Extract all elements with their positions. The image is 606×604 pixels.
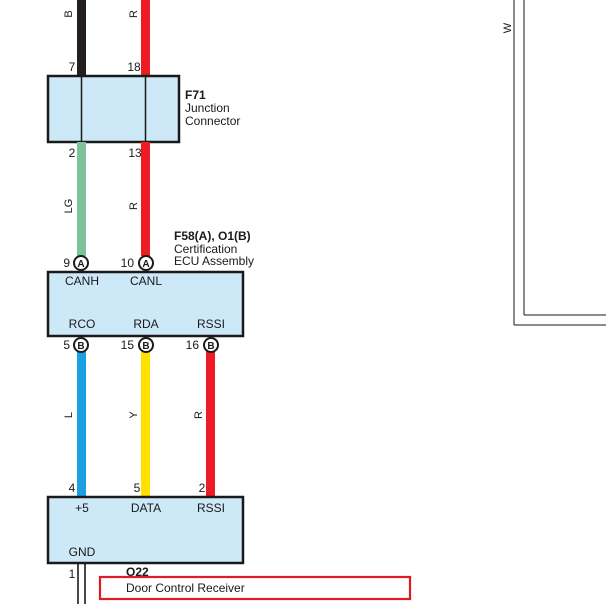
ecu-pin-9-num: 9 (63, 256, 70, 270)
ecu-pin-10-conn-letter: A (142, 259, 149, 270)
wire-label-r-mid: R (128, 202, 140, 210)
ecu-pin-16-connector (203, 337, 219, 353)
wire-label-r-top: R (128, 10, 140, 18)
wire-green-mid (77, 142, 86, 256)
rx-label-plus5: +5 (75, 501, 89, 515)
ecu-label-canh: CANH (65, 274, 99, 288)
junction-name-line2: Connector (185, 114, 240, 128)
wire-label-y: Y (128, 411, 140, 419)
rx-label-rssi: RSSI (197, 501, 225, 515)
ecu-name-line2: ECU Assembly (174, 254, 254, 268)
junction-name-line1: Junction (185, 101, 230, 115)
ecu-pin-15-conn-letter: B (142, 341, 149, 352)
rx-pin-2-num: 2 (199, 481, 206, 495)
wire-label-lg: LG (63, 199, 75, 214)
wire-label-b-top: B (63, 10, 75, 17)
junction-connector-box (46, 74, 181, 144)
ecu-name-line1: Certification (174, 242, 237, 256)
receiver-id: O22 (126, 565, 149, 579)
rx-label-gnd: GND (69, 545, 96, 559)
ecu-pin-15-connector (138, 337, 154, 353)
ecu-pin-10-connector (138, 255, 154, 271)
receiver-box (46, 495, 245, 565)
wire-red-low (206, 344, 215, 496)
wire-black-top (77, 0, 86, 76)
receiver-name-highlight (98, 575, 412, 601)
pin-13: 13 (128, 146, 142, 160)
pin-18: 18 (127, 60, 141, 74)
ecu-pin-16-conn-letter: B (207, 341, 214, 352)
junction-id: F71 (185, 88, 206, 102)
rx-pin-5-num: 5 (134, 481, 141, 495)
ecu-label-canl: CANL (130, 274, 162, 288)
ecu-label-rco: RCO (69, 317, 96, 331)
ecu-label-rssi: RSSI (197, 317, 225, 331)
receiver-name: Door Control Receiver (126, 581, 245, 595)
wire-blue-low (77, 344, 86, 496)
rx-label-data: DATA (131, 501, 161, 515)
wire-red-mid (141, 142, 150, 256)
pin-2: 2 (69, 146, 76, 160)
wire-label-l: L (63, 412, 75, 418)
pin-7: 7 (69, 60, 76, 74)
ecu-pin-5-conn-letter: B (77, 341, 84, 352)
ecu-pin-10-num: 10 (121, 256, 135, 270)
wire-label-w: W (502, 22, 514, 33)
ecu-id: F58(A), O1(B) (174, 229, 251, 243)
rx-pin-1-num: 1 (69, 567, 76, 581)
ecu-label-rda: RDA (133, 317, 158, 331)
ecu-pin-9-connector (73, 255, 89, 271)
wire-label-r-low: R (193, 411, 205, 419)
ecu-pin-15-num: 15 (121, 338, 135, 352)
ecu-box (46, 270, 245, 338)
ecu-pin-16-num: 16 (186, 338, 200, 352)
wire-yellow-low (141, 344, 150, 496)
rx-pin-4-num: 4 (69, 481, 76, 495)
wire-red-top (141, 0, 150, 76)
ecu-pin-5-num: 5 (63, 338, 70, 352)
ecu-pin-5-connector (73, 337, 89, 353)
ecu-pin-9-conn-letter: A (77, 259, 84, 270)
